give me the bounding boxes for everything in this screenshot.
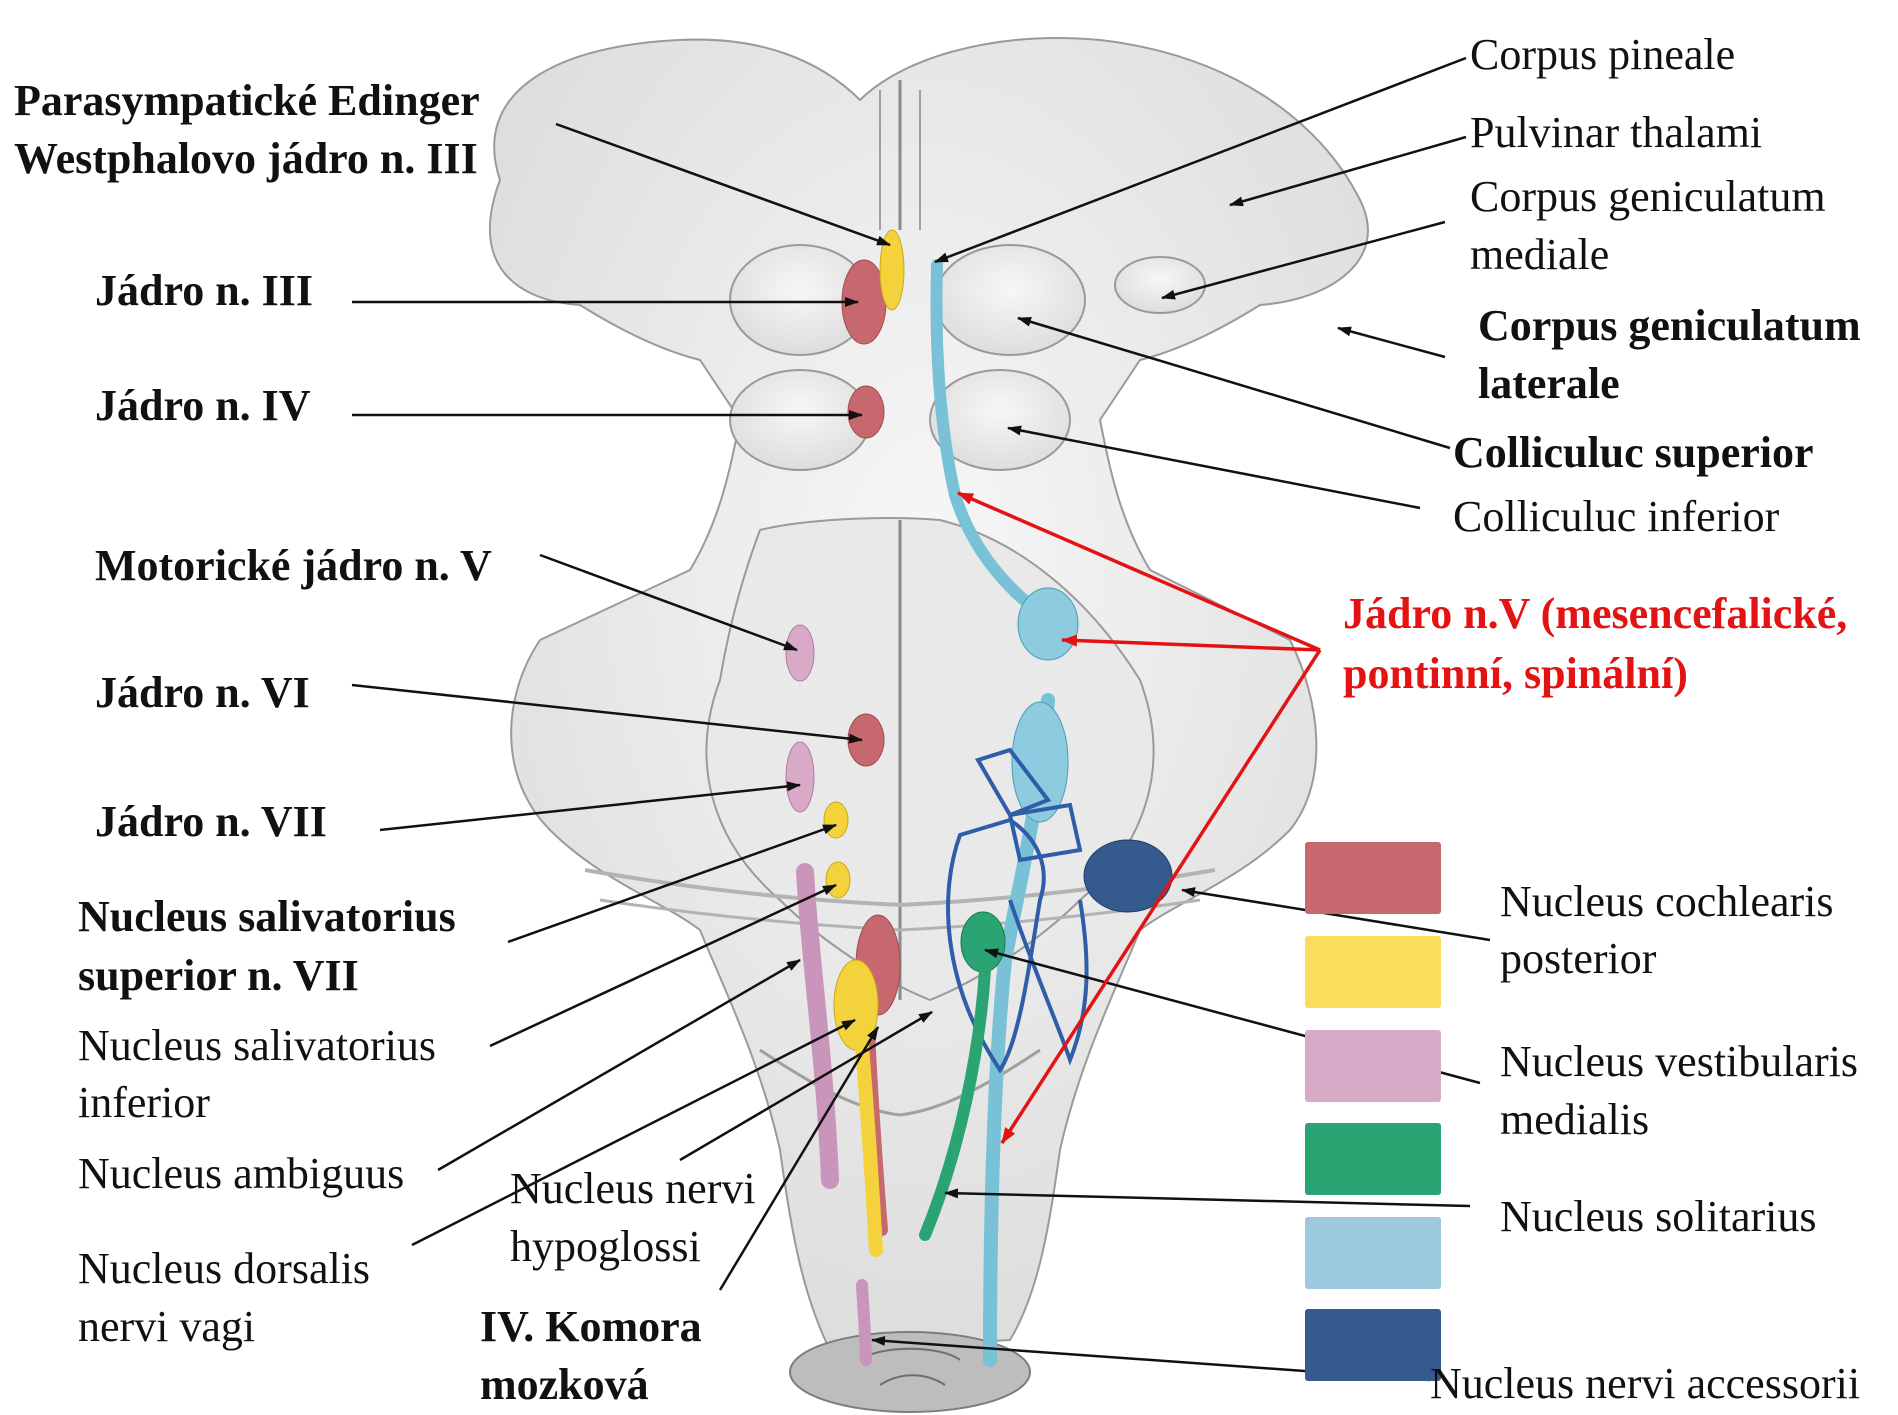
nucleus-accessorius	[862, 1285, 866, 1360]
nucleus-salivatorius-inferior	[826, 862, 850, 898]
label-pineale: Corpus pineale	[1470, 26, 1735, 84]
nucleus-solitarius	[961, 912, 1005, 972]
label-komora: IV. Komora	[480, 1298, 702, 1356]
label-dorsalis-vagi: Nucleus dorsalis	[78, 1240, 370, 1298]
label-colliculus-superior: Colliculuc superior	[1453, 424, 1814, 482]
nucleus-motor-n5	[786, 625, 814, 681]
legend-swatch-somatosensory	[1305, 1217, 1441, 1289]
label-salivatorius-superior-2: superior n. VII	[78, 947, 359, 1005]
label-edinger-2: Westphalovo jádro n. III	[14, 130, 478, 188]
label-n5-sensory-2: pontinní, spinální)	[1343, 645, 1688, 703]
label-n4: Jádro n. IV	[95, 377, 311, 435]
legend	[1305, 842, 1441, 1381]
label-colliculus-inferior: Colliculuc inferior	[1453, 488, 1779, 546]
label-dorsalis-vagi-2: nervi vagi	[78, 1298, 255, 1356]
label-geniculatum-mediale: Corpus geniculatum	[1470, 168, 1826, 226]
legend-swatch-visceral-sensory	[1305, 1123, 1441, 1195]
label-geniculatum-laterale: Corpus geniculatum	[1478, 297, 1861, 355]
nucleus-n7	[786, 742, 814, 812]
label-cochlearis-2: posterior	[1500, 930, 1656, 988]
nucleus-salivatorius-superior	[824, 802, 848, 838]
label-n3: Jádro n. III	[95, 262, 313, 320]
label-komora-2: mozková	[480, 1356, 649, 1414]
label-hypoglossi: Nucleus nervi	[510, 1160, 756, 1218]
label-geniculatum-laterale-2: laterale	[1478, 355, 1620, 413]
label-n6: Jádro n. VI	[95, 664, 310, 722]
nucleus-n5-pontine	[1018, 588, 1078, 660]
label-n5-sensory: Jádro n.V (mesencefalické,	[1343, 585, 1847, 643]
label-n5-motor: Motorické jádro n. V	[95, 537, 492, 595]
legend-swatch-special-sensory	[1305, 1309, 1441, 1381]
legend-swatch-parasympathetic	[1305, 936, 1441, 1008]
label-ambiguus: Nucleus ambiguus	[78, 1145, 404, 1203]
label-edinger: Parasympatické Edinger	[14, 72, 480, 130]
label-solitarius: Nucleus solitarius	[1500, 1188, 1817, 1246]
label-n7: Jádro n. VII	[95, 793, 327, 851]
label-hypoglossi-2: hypoglossi	[510, 1218, 701, 1276]
label-geniculatum-mediale-2: mediale	[1470, 226, 1609, 284]
label-accessorii: Nucleus nervi accessorii	[1430, 1355, 1860, 1413]
label-vestibularis-2: medialis	[1500, 1091, 1649, 1149]
legend-swatch-motor	[1305, 842, 1441, 914]
label-vestibularis: Nucleus vestibularis	[1500, 1033, 1858, 1091]
label-salivatorius-superior: Nucleus salivatorius	[78, 888, 456, 946]
label-salivatorius-inferior: Nucleus salivatorius	[78, 1017, 436, 1075]
nucleus-n4	[848, 386, 884, 438]
label-pulvinar: Pulvinar thalami	[1470, 104, 1762, 162]
legend-swatch-branchiomotor	[1305, 1030, 1441, 1102]
label-salivatorius-inferior-2: inferior	[78, 1074, 210, 1132]
label-cochlearis: Nucleus cochlearis	[1500, 873, 1834, 931]
